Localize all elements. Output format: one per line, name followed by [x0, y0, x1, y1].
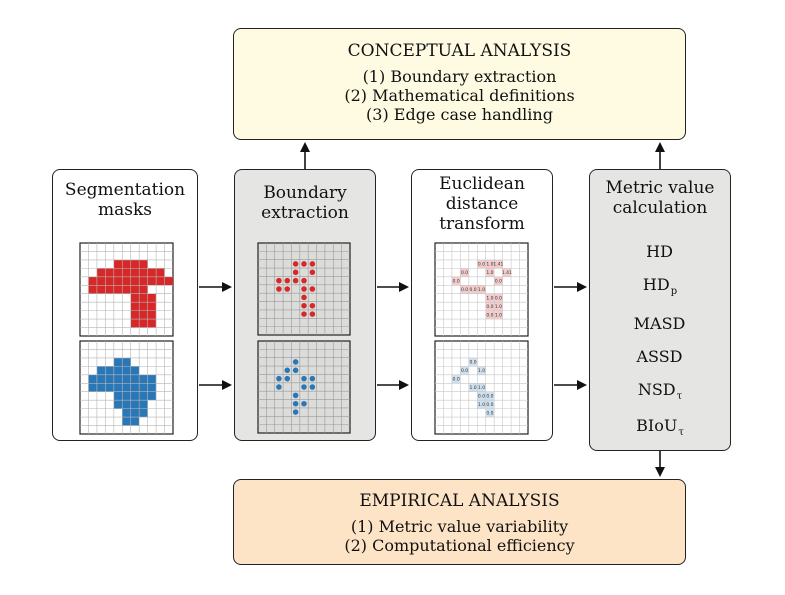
metric-title-line: calculation [612, 198, 708, 218]
edt-title-line: transform [439, 214, 525, 234]
boundary-title-line: extraction [261, 203, 349, 223]
boundary-extraction-box: Boundary extraction [234, 169, 376, 441]
metric-nsd: NSDτ [637, 380, 683, 402]
empirical-analysis-title: EMPIRICAL ANALYSIS [359, 491, 560, 511]
conceptual-item: (3) Edge case handling [366, 105, 553, 124]
conceptual-analysis-title: CONCEPTUAL ANALYSIS [347, 41, 572, 61]
conceptual-item: (1) Boundary extraction [362, 67, 557, 86]
metric-title-line: Metric value [605, 178, 715, 198]
conceptual-item: (2) Mathematical definitions [344, 86, 575, 105]
edt-box: Euclidean distance transform [411, 169, 553, 441]
metric-masd: MASD [633, 314, 686, 333]
boundary-title-line: Boundary [263, 183, 347, 203]
metric-biou: BIoUτ [636, 416, 684, 438]
empirical-analysis-box: EMPIRICAL ANALYSIS (1) Metric value vari… [233, 479, 686, 565]
segmentation-title-line: masks [97, 200, 152, 220]
metric-hd-p: HDp [642, 275, 678, 297]
segmentation-title-line: Segmentation [64, 180, 186, 200]
edt-title-line: distance [445, 194, 519, 214]
metric-hd: HD [646, 242, 673, 261]
conceptual-analysis-box: CONCEPTUAL ANALYSIS (1) Boundary extract… [233, 28, 686, 140]
empirical-item: (2) Computational efficiency [344, 536, 575, 555]
empirical-item: (1) Metric value variability [350, 517, 569, 536]
segmentation-masks-box: Segmentation masks [52, 169, 198, 441]
metric-assd: ASSD [636, 347, 683, 366]
metric-calculation-box: Metric value calculation HD HDp MASD ASS… [589, 169, 731, 451]
edt-title-line: Euclidean [439, 174, 525, 194]
